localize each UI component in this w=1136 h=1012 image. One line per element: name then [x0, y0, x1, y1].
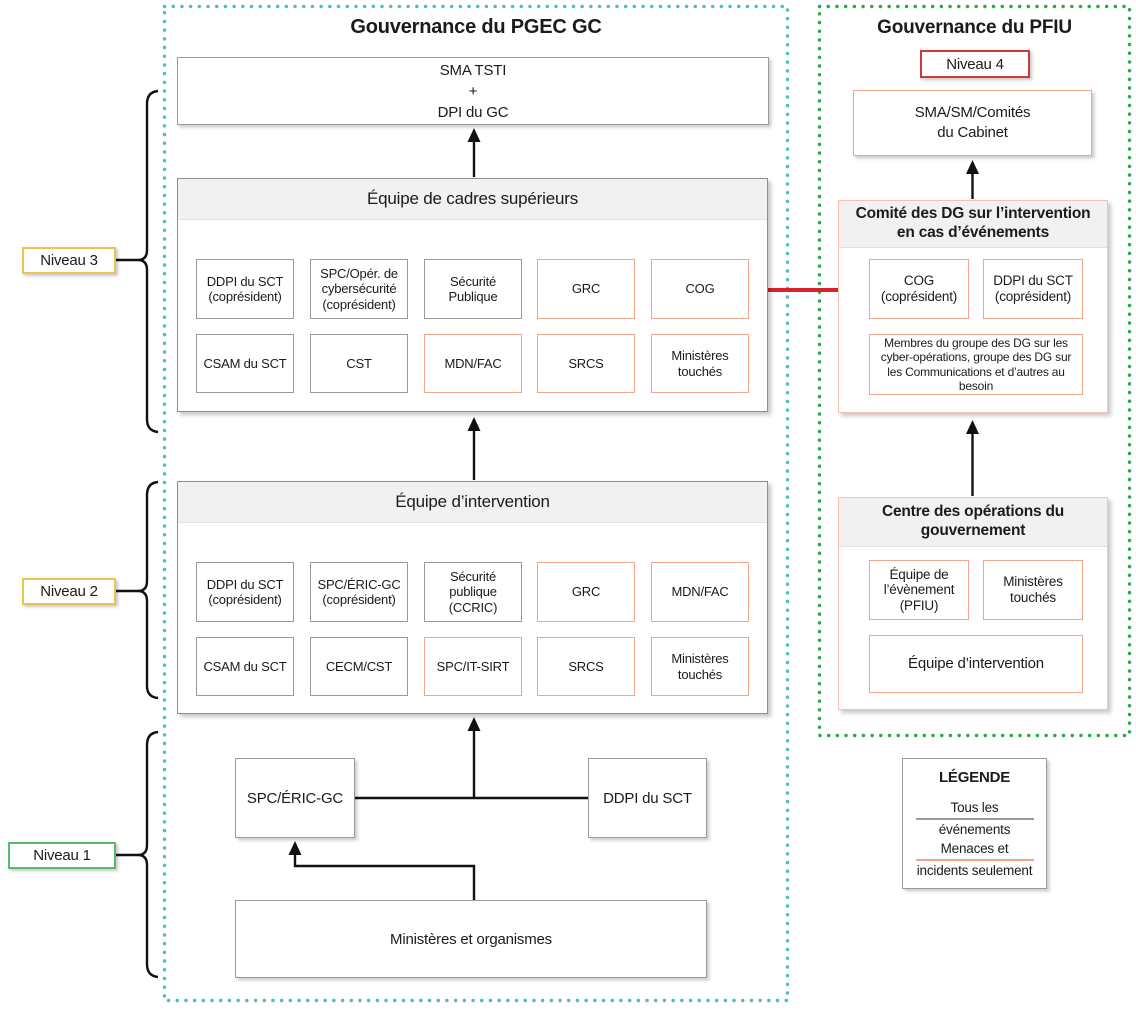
box-grc: GRC [537, 562, 635, 622]
dpi-gc-line: DPI du GC [437, 103, 509, 121]
box-ministeres-touches: Ministères touchés [651, 637, 749, 696]
plus-line: + [468, 82, 478, 100]
legend-gray-line-icon [915, 818, 1034, 821]
legend-salmon-line-icon [915, 858, 1034, 861]
pgec-panel-dotted-border [162, 4, 790, 1003]
dg-committee-header: Comité des DG sur l’intervention en cas … [839, 201, 1107, 248]
arrowhead-up-icon [966, 420, 979, 434]
box-cog: COG [651, 259, 749, 319]
box-dg-group-members: Membres du groupe des DG sur les cyber-o… [869, 334, 1083, 395]
sma-sm-line1: SMA/SM/Comités [914, 103, 1031, 121]
box-ddpi-sct-copresident: DDPI du SCT (coprésident) [983, 259, 1083, 319]
arrowhead-up-icon [467, 717, 481, 731]
legend: LÉGENDE Tous les événements Menaces et i… [902, 758, 1047, 889]
niveau2-label: Niveau 2 [22, 578, 116, 605]
legend-item-threats-line1: Menaces et [940, 840, 1009, 856]
niveau3-label: Niveau 3 [22, 247, 116, 274]
pfiu-panel-title: Gouvernance du PFIU [877, 17, 1072, 38]
niveau3-brace [137, 89, 159, 434]
sma-sm-line2: du Cabinet [937, 124, 1008, 141]
niveau1-brace [137, 730, 159, 979]
box-sma-sm-comites-cabinet: SMA/SM/Comités du Cabinet [853, 90, 1092, 156]
box-cog-copresident: COG (coprésident) [869, 259, 969, 319]
goc-section: Centre des opérations du gouvernement Éq… [838, 497, 1108, 710]
pgec-panel-title: Gouvernance du PGEC GC [350, 16, 602, 38]
dg-committee-section: Comité des DG sur l’intervention en cas … [838, 200, 1108, 413]
box-securite-publique-ccric: Sécurité publique (CCRIC) [424, 562, 522, 622]
arrowhead-up-icon [966, 160, 979, 174]
box-grc: GRC [537, 259, 635, 319]
arrow-ministries-to-spc-eric [293, 853, 476, 900]
niveau2-brace [137, 480, 159, 700]
niveau1-label: Niveau 1 [8, 842, 116, 869]
arrow-level1-to-response [355, 730, 588, 800]
box-securite-publique: Sécurité Publique [424, 259, 522, 319]
box-ddpi-sct-copresident: DDPI du SCT (coprésident) [196, 562, 294, 622]
box-cecm-cst: CECM/CST [310, 637, 408, 696]
box-ddpi-du-sct: DDPI du SCT [588, 758, 707, 838]
goc-header: Centre des opérations du gouvernement [839, 498, 1107, 547]
box-srcs: SRCS [537, 637, 635, 696]
box-csam-du-sct: CSAM du SCT [196, 637, 294, 696]
box-srcs: SRCS [537, 334, 635, 393]
arrowhead-up-icon [467, 128, 481, 142]
box-spc-eric-gc: SPC/ÉRIC-GC [235, 758, 355, 838]
pfiu-panel-dotted-border [817, 4, 1132, 738]
box-equipe-intervention: Équipe d’intervention [869, 635, 1083, 693]
legend-title: LÉGENDE [938, 769, 1011, 786]
senior-team-section: Équipe de cadres supérieurs DDPI du SCT … [177, 178, 768, 412]
niveau4-label: Niveau 4 [920, 50, 1030, 78]
arrowhead-up-icon [467, 417, 481, 431]
legend-item-all-events-line1: Tous les [950, 800, 999, 816]
sma-tsti-dpi-box: SMA TSTI + DPI du GC [177, 57, 769, 125]
response-team-header: Équipe d’intervention [178, 482, 767, 523]
senior-team-header: Équipe de cadres supérieurs [178, 179, 767, 220]
box-spc-oper-cybersecurite: SPC/Opér. de cybersécurité (coprésident) [310, 259, 408, 319]
box-cst: CST [310, 334, 408, 393]
box-ddpi-sct-copresident: DDPI du SCT (coprésident) [196, 259, 294, 319]
box-equipe-evenement-pfiu: Équipe de l’évènement (PFIU) [869, 560, 969, 620]
sma-tsti-line: SMA TSTI [439, 61, 507, 79]
box-csam-du-sct: CSAM du SCT [196, 334, 294, 393]
box-spc-eric-gc-copresident: SPC/ÉRIC-GC (coprésident) [310, 562, 408, 622]
arrowhead-up-icon [288, 841, 302, 855]
box-ministeres-touches: Ministères touchés [983, 560, 1083, 620]
box-mdn-fac: MDN/FAC [651, 562, 749, 622]
legend-item-threats-line2: incidents seulement [916, 862, 1033, 878]
box-ministeres-et-organismes: Ministères et organismes [235, 900, 707, 978]
box-mdn-fac: MDN/FAC [424, 334, 522, 393]
response-team-section: Équipe d’intervention DDPI du SCT (copré… [177, 481, 768, 714]
box-ministeres-touches: Ministères touchés [651, 334, 749, 393]
box-spc-it-sirt: SPC/IT-SIRT [424, 637, 522, 696]
legend-item-all-events-line2: événements [938, 822, 1011, 838]
